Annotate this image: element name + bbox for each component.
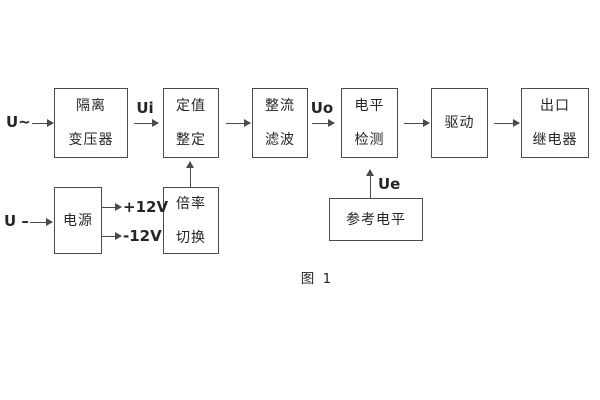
- block-label: 出口: [540, 98, 570, 114]
- block-label: 继电器: [532, 132, 578, 148]
- block-label: 切换: [176, 229, 206, 246]
- arrow-ui-icon: [134, 119, 159, 127]
- arrow-uo-icon: [312, 119, 335, 127]
- arrow-setting-to-rectifier-icon: [226, 119, 251, 127]
- arrow-input-ac-icon: [32, 119, 54, 127]
- block-drive: 驱动: [431, 88, 488, 158]
- block-label: 电源: [63, 212, 93, 229]
- supply-pos-label: +12V: [123, 198, 169, 216]
- block-rectifier-filter: 整流 滤波: [252, 88, 308, 158]
- block-label: 整定: [176, 132, 206, 148]
- input-dc-label: U –: [4, 212, 29, 230]
- block-isolation-transformer: 隔离 变压器: [54, 88, 128, 158]
- signal-ui-label: Ui: [136, 99, 154, 117]
- block-label: 滤波: [265, 132, 295, 148]
- block-label: 检测: [354, 132, 385, 148]
- arrow-input-dc-icon: [30, 218, 53, 226]
- block-label: 电平: [354, 98, 385, 114]
- supply-neg-label: -12V: [123, 227, 162, 245]
- arrow-supply-pos-icon: [102, 203, 122, 211]
- block-output-relay: 出口 继电器: [521, 88, 589, 158]
- block-ratio-switch: 倍率 切换: [163, 187, 219, 254]
- block-label: 变压器: [68, 132, 114, 148]
- block-reference-level: 参考电平: [329, 198, 423, 241]
- arrow-drive-to-relay-icon: [494, 119, 520, 127]
- block-label: 定值: [176, 98, 206, 114]
- block-power-supply: 电源: [54, 187, 102, 254]
- signal-uo-label: Uo: [310, 99, 334, 117]
- arrow-ue-icon: [366, 169, 374, 198]
- input-ac-label: U~: [6, 113, 31, 131]
- block-level-detection: 电平 检测: [341, 88, 398, 158]
- figure-caption: 图 1: [300, 271, 334, 287]
- block-label: 隔离: [76, 98, 106, 114]
- block-value-setting: 定值 整定: [163, 88, 219, 158]
- block-label: 参考电平: [346, 211, 406, 228]
- arrow-level-to-drive-icon: [404, 119, 430, 127]
- signal-ue-label: Ue: [378, 175, 401, 193]
- block-label: 驱动: [444, 115, 475, 131]
- block-label: 整流: [265, 98, 295, 114]
- arrow-ratio-to-setting-icon: [186, 161, 194, 187]
- block-label: 倍率: [176, 195, 206, 212]
- arrow-supply-neg-icon: [102, 232, 122, 240]
